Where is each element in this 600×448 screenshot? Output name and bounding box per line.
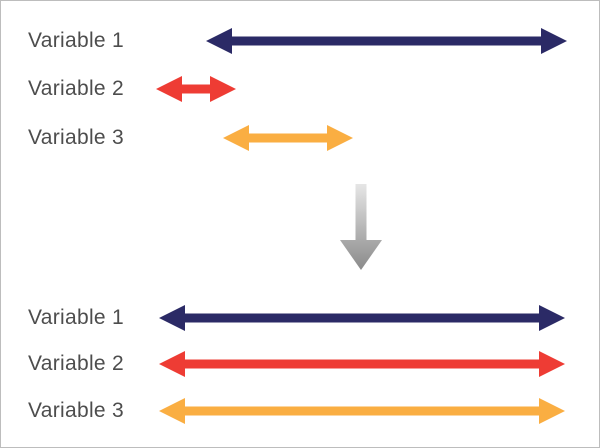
double-headed-arrow-icon — [156, 76, 236, 102]
double-headed-arrow-icon — [206, 28, 567, 54]
down-arrow-head — [340, 240, 382, 270]
arrow-head-right — [210, 76, 236, 102]
double-headed-arrow-icon — [223, 125, 353, 151]
arrow-head-left — [223, 125, 249, 151]
variable-label-3-after: Variable 3 — [28, 399, 125, 422]
arrow-head-left — [159, 351, 185, 377]
arrow-head-left — [159, 305, 185, 331]
arrow-head-right — [539, 351, 565, 377]
arrow-head-right — [327, 125, 353, 151]
arrow-head-right — [539, 398, 565, 424]
variable-label-2-before: Variable 2 — [28, 77, 125, 100]
arrow-head-left — [156, 76, 182, 102]
double-headed-arrow-icon — [159, 305, 565, 331]
variable-label-2-after: Variable 2 — [28, 352, 125, 375]
arrow-head-right — [539, 305, 565, 331]
double-headed-arrow-icon — [159, 351, 565, 377]
variable-label-3-before: Variable 3 — [28, 126, 125, 149]
down-arrow-icon — [340, 184, 382, 270]
arrow-head-left — [159, 398, 185, 424]
variable-label-1-after: Variable 1 — [28, 306, 125, 329]
arrow-head-left — [206, 28, 232, 54]
double-headed-arrow-icon — [159, 398, 565, 424]
down-arrow-shaft — [355, 184, 367, 242]
variable-label-1-before: Variable 1 — [28, 29, 125, 52]
arrow-head-right — [541, 28, 567, 54]
